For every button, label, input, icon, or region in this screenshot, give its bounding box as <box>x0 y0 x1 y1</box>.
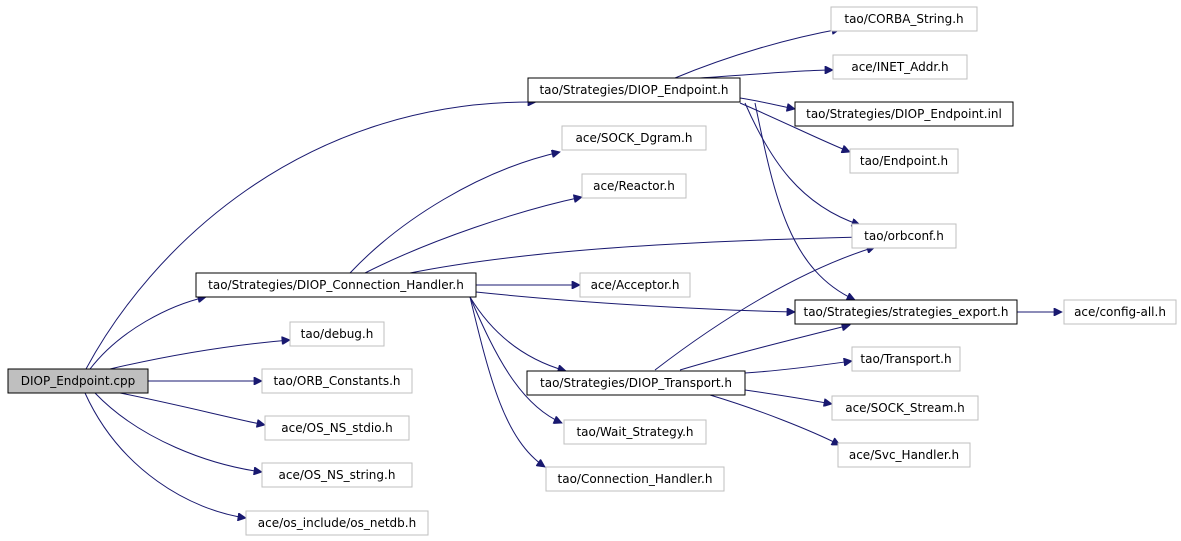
node-sock-stream-h[interactable]: ace/SOCK_Stream.h <box>831 395 979 421</box>
node-label: ace/SOCK_Stream.h <box>845 401 965 415</box>
edge-diop-endpoint-cpp-to-os-ns-string-h <box>94 392 262 472</box>
edge-diop-endpoint-h-to-endpoint-h <box>739 102 850 152</box>
edge-diop-endpoint-h-to-diop-endpoint-inl <box>739 97 795 109</box>
node-label: tao/ORB_Constants.h <box>273 374 400 388</box>
edge-diop-endpoint-h-to-strategies-export-h <box>754 102 855 300</box>
node-label: tao/Strategies/DIOP_Endpoint.inl <box>806 107 1002 121</box>
node-label: ace/SOCK_Dgram.h <box>576 131 693 145</box>
node-os-ns-string-h[interactable]: ace/OS_NS_string.h <box>261 462 413 488</box>
edge-diop-transport-h-to-strategies-export-h <box>679 325 850 371</box>
node-diop-endpoint-inl[interactable]: tao/Strategies/DIOP_Endpoint.inl <box>794 101 1014 127</box>
node-label: ace/config-all.h <box>1074 305 1166 319</box>
edge-diop-connection-handler-h-to-orbconf-h <box>409 237 862 274</box>
node-label: ace/Reactor.h <box>593 179 675 193</box>
node-label: tao/Strategies/DIOP_Transport.h <box>540 376 732 390</box>
edge-diop-endpoint-h-to-orbconf-h <box>744 102 860 225</box>
node-layer: DIOP_Endpoint.cpp tao/Strategies/DIOP_En… <box>7 6 1177 536</box>
node-label: tao/Strategies/DIOP_Connection_Handler.h <box>208 278 464 292</box>
node-label: ace/Svc_Handler.h <box>849 448 959 462</box>
node-label: tao/CORBA_String.h <box>844 12 963 26</box>
node-label: ace/OS_NS_stdio.h <box>281 421 393 435</box>
node-diop-endpoint-h[interactable]: tao/Strategies/DIOP_Endpoint.h <box>527 77 741 103</box>
node-diop-endpoint-cpp[interactable]: DIOP_Endpoint.cpp <box>7 368 149 394</box>
edge-diop-connection-handler-h-to-reactor-h <box>364 197 582 274</box>
node-label: tao/Transport.h <box>860 352 951 366</box>
node-connection-handler-h[interactable]: tao/Connection_Handler.h <box>545 466 725 492</box>
edge-diop-endpoint-cpp-to-diop-connection-handler-h <box>89 297 206 370</box>
node-diop-connection-handler-h[interactable]: tao/Strategies/DIOP_Connection_Handler.h <box>195 272 477 298</box>
node-endpoint-h[interactable]: tao/Endpoint.h <box>849 148 959 174</box>
node-orbconf-h[interactable]: tao/orbconf.h <box>851 223 957 249</box>
node-strategies-export-h[interactable]: tao/Strategies/strategies_export.h <box>794 299 1018 325</box>
node-label: DIOP_Endpoint.cpp <box>21 374 136 388</box>
node-svc-handler-h[interactable]: ace/Svc_Handler.h <box>837 442 971 468</box>
node-acceptor-h[interactable]: ace/Acceptor.h <box>579 272 691 298</box>
edge-diop-endpoint-h-to-inet-addr-h <box>699 70 833 79</box>
node-label: ace/Acceptor.h <box>591 278 680 292</box>
node-debug-h[interactable]: tao/debug.h <box>289 321 385 347</box>
node-transport-h[interactable]: tao/Transport.h <box>851 346 961 372</box>
node-orb-constants-h[interactable]: tao/ORB_Constants.h <box>261 368 413 394</box>
node-label: tao/Wait_Strategy.h <box>576 425 693 439</box>
node-corba-string-h[interactable]: tao/CORBA_String.h <box>830 6 978 32</box>
edge-diop-endpoint-cpp-to-os-netdb-h <box>84 392 246 518</box>
edge-diop-transport-h-to-transport-h <box>744 361 852 374</box>
node-label: ace/OS_NS_string.h <box>279 468 396 482</box>
edge-diop-connection-handler-h-to-wait-strategy-h <box>469 296 562 423</box>
node-reactor-h[interactable]: ace/Reactor.h <box>581 173 687 199</box>
node-label: tao/Endpoint.h <box>860 154 948 168</box>
node-os-ns-stdio-h[interactable]: ace/OS_NS_stdio.h <box>264 415 410 441</box>
node-label: tao/Connection_Handler.h <box>558 472 713 486</box>
edge-diop-endpoint-cpp-to-os-ns-stdio-h <box>119 392 265 425</box>
edge-diop-connection-handler-h-to-sock-dgram-h <box>349 152 560 274</box>
edge-diop-transport-h-to-sock-stream-h <box>744 389 832 404</box>
node-wait-strategy-h[interactable]: tao/Wait_Strategy.h <box>563 419 707 445</box>
edge-diop-endpoint-cpp-to-debug-h <box>109 340 290 370</box>
node-sock-dgram-h[interactable]: ace/SOCK_Dgram.h <box>561 125 707 151</box>
edge-diop-transport-h-to-svc-handler-h <box>709 394 840 446</box>
node-diop-transport-h[interactable]: tao/Strategies/DIOP_Transport.h <box>526 370 746 396</box>
edge-diop-endpoint-h-to-corba-string-h <box>674 29 840 79</box>
edge-diop-connection-handler-h-to-diop-transport-h <box>469 296 566 371</box>
edge-diop-transport-h-to-orbconf-h <box>654 247 875 371</box>
edge-layer <box>84 29 1062 518</box>
node-label: tao/Strategies/DIOP_Endpoint.h <box>539 83 728 97</box>
edge-diop-connection-handler-h-to-strategies-export-h <box>475 291 795 312</box>
node-label: ace/INET_Addr.h <box>851 60 948 74</box>
node-label: tao/orbconf.h <box>864 229 944 243</box>
node-os-netdb-h[interactable]: ace/os_include/os_netdb.h <box>245 510 429 536</box>
node-label: tao/Strategies/strategies_export.h <box>804 305 1009 319</box>
node-inet-addr-h[interactable]: ace/INET_Addr.h <box>832 54 968 80</box>
edge-diop-connection-handler-h-to-connection-handler-h <box>469 296 545 467</box>
node-label: tao/debug.h <box>301 327 374 341</box>
node-label: ace/os_include/os_netdb.h <box>258 516 416 530</box>
node-config-all-h[interactable]: ace/config-all.h <box>1063 299 1177 325</box>
edge-diop-endpoint-cpp-to-diop-endpoint-h <box>85 102 536 370</box>
